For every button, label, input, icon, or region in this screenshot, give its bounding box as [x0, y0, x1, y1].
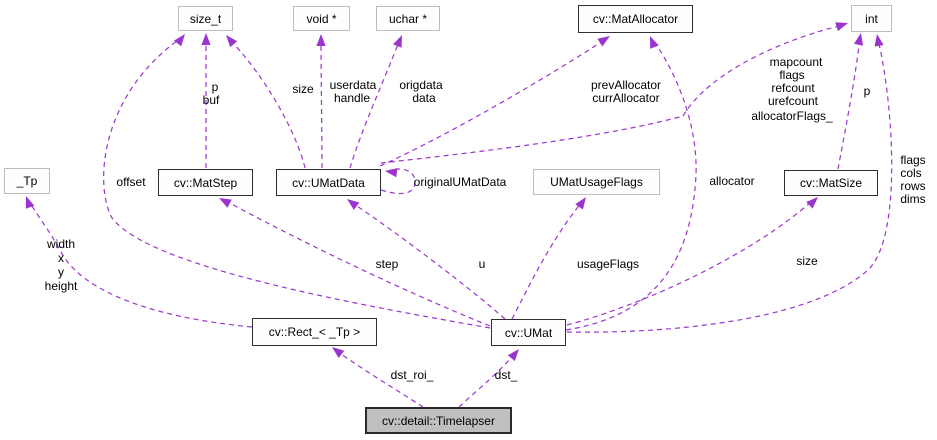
class-node-umat_usage_flags: UMatUsageFlags — [533, 169, 660, 195]
arrowhead-umatdata-to-matallocator — [597, 36, 610, 47]
edge-label-umat-to-int-1: cols — [900, 166, 922, 180]
edge-label-umat-to-int-0: flags — [900, 153, 926, 167]
edge-label-umat-to-int-3: dims — [900, 192, 926, 206]
class-node-mat_step[interactable]: cv::MatStep — [158, 169, 253, 196]
edge-label-umatdata-to-ucharptr-1: data — [412, 91, 436, 105]
class-node-size_t: size_t — [178, 6, 233, 31]
class-node-tp: _Tp — [4, 168, 50, 194]
arrowhead-umatdata-self — [385, 168, 398, 178]
edge-timelapser-to-umat — [458, 352, 516, 408]
edge-umatdata-to-matallocator — [379, 38, 607, 167]
edge-umat-to-sizet — [103, 37, 491, 329]
edge-label-umatdata-to-int-1: flags — [779, 68, 805, 82]
edge-label-umatdata-to-matallocator-1: currAllocator — [592, 91, 660, 105]
edge-label-umat-to-matstep-0: step — [375, 257, 399, 271]
edge-label-umatdata-to-voidptr-0: userdata — [329, 78, 377, 92]
edge-label-umatdata-to-voidptr-1: handle — [333, 91, 371, 105]
edge-label-umatdata-to-sizet-0: size — [292, 82, 314, 96]
edge-label-umat-to-sizet-0: offset — [116, 175, 146, 189]
edge-label-rect-to-tp-3: height — [44, 279, 78, 293]
arrowhead-umat-to-int — [874, 34, 884, 47]
class-node-mat_size[interactable]: cv::MatSize — [784, 170, 878, 196]
arrowhead-umatdata-to-sizet — [226, 35, 238, 48]
edge-umat-to-matsize — [566, 200, 813, 326]
arrowhead-umat-to-usageflags — [575, 197, 586, 210]
arrowhead-umatdata-to-ucharptr — [393, 35, 402, 48]
edge-label-rect-to-tp-0: width — [46, 237, 76, 251]
arrowhead-umatdata-to-voidptr — [316, 34, 326, 46]
arrowhead-umatdata-to-int — [835, 22, 848, 32]
edge-umatdata-self — [380, 168, 416, 195]
edge-label-umat-to-int-2: rows — [900, 179, 926, 193]
class-node-uchar_ptr: uchar * — [376, 6, 440, 31]
edge-umatdata-to-voidptr — [320, 38, 323, 169]
edge-umat-to-usageflags — [511, 201, 583, 320]
edge-label-umat-to-matsize-0: size — [796, 254, 818, 268]
edge-timelapser-to-rect — [336, 350, 424, 408]
edge-umatdata-to-int — [380, 24, 845, 164]
edge-label-umatdata-self-0: originalUMatData — [413, 175, 507, 189]
edge-label-umatdata-to-matallocator-0: prevAllocator — [590, 78, 662, 92]
arrowhead-umat-to-matallocator — [650, 36, 659, 49]
class-node-mat_allocator[interactable]: cv::MatAllocator — [578, 5, 693, 33]
edge-label-umatdata-to-int-4: allocatorFlags_ — [751, 109, 833, 123]
class-node-umat[interactable]: cv::UMat — [491, 319, 566, 346]
edge-label-umatdata-to-int-2: refcount — [771, 81, 815, 95]
edge-umat-to-matstep — [225, 200, 491, 327]
edge-label-timelapser-to-umat-0: dst_ — [494, 368, 518, 382]
edge-label-umat-to-umatdata-0: u — [478, 257, 486, 271]
class-node-rect[interactable]: cv::Rect_< _Tp > — [252, 318, 377, 346]
edge-label-umatdata-to-int-3: urefcount — [767, 94, 819, 108]
edge-label-matstep-to-sizet-1: buf — [202, 93, 220, 107]
class-node-timelapser: cv::detail::Timelapser — [365, 407, 512, 434]
class-node-void_ptr: void * — [293, 6, 350, 31]
edge-matsize-to-int — [837, 37, 861, 170]
edge-umatdata-to-sizet — [228, 38, 306, 169]
arrowhead-umat-to-matsize — [806, 197, 818, 209]
arrowhead-umat-to-sizet — [174, 34, 185, 47]
arrowhead-rect-to-tp — [25, 196, 35, 209]
arrowhead-matstep-to-sizet — [201, 33, 211, 45]
edge-label-timelapser-to-rect-0: dst_roi_ — [390, 368, 434, 382]
edge-umat-to-umatdata — [353, 203, 506, 320]
edge-label-rect-to-tp-1: x — [58, 251, 64, 265]
arrowhead-umat-to-umatdata — [347, 199, 360, 210]
edge-umat-to-int — [566, 39, 893, 333]
edge-umat-to-matallocator — [565, 39, 697, 331]
edge-label-umatdata-to-ucharptr-0: origdata — [399, 78, 443, 92]
arrowhead-timelapser-to-umat — [507, 349, 519, 362]
edge-label-umat-to-usageflags-0: usageFlags — [576, 257, 640, 271]
arrowhead-matsize-to-int — [854, 33, 863, 46]
arrowhead-umat-to-matstep — [219, 198, 232, 208]
edge-label-matsize-to-int-0: p — [863, 84, 871, 98]
arrowhead-timelapser-to-rect — [332, 347, 345, 358]
edge-label-umat-to-matallocator-0: allocator — [709, 174, 755, 188]
edge-label-rect-to-tp-2: y — [58, 265, 64, 279]
edge-label-umatdata-to-int-0: mapcount — [769, 55, 823, 69]
class-node-umat_data[interactable]: cv::UMatData — [276, 169, 381, 196]
class-node-int: int — [851, 5, 892, 32]
edge-label-matstep-to-sizet-0: p — [211, 80, 219, 94]
